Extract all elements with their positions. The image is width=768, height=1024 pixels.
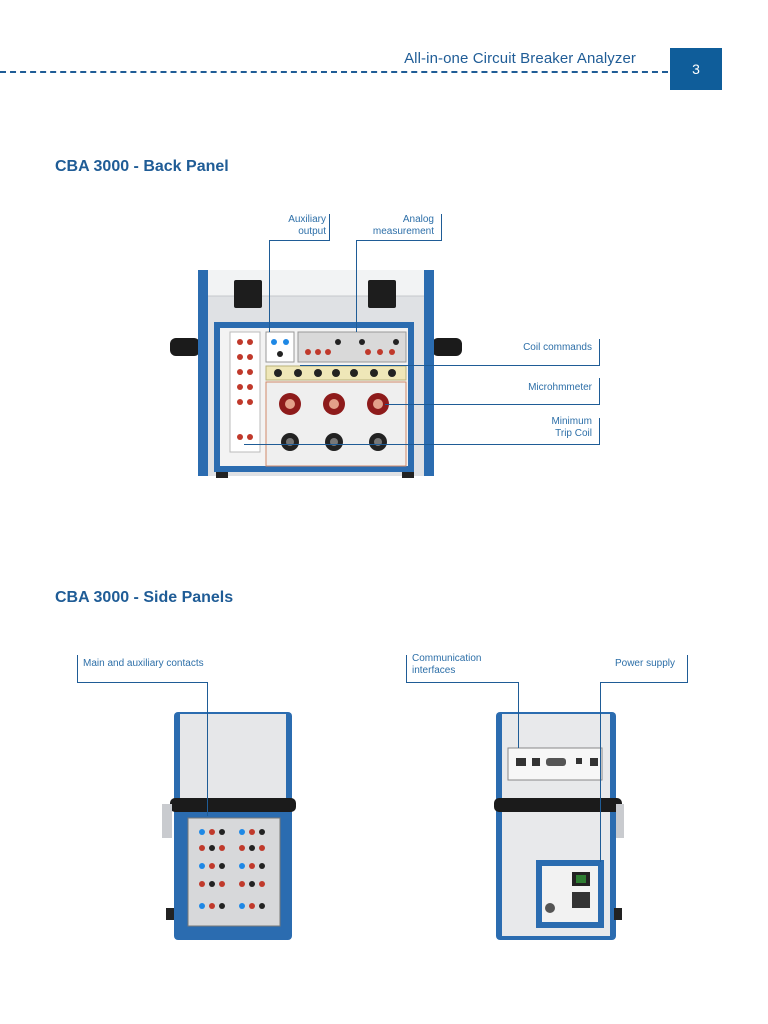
callout-line [599, 378, 600, 404]
callout-analog-measurement-line1: Analog [402, 214, 434, 225]
callout-line [441, 214, 442, 240]
callout-line [356, 240, 442, 241]
callout-communication-interfaces-line1: Communication [412, 653, 482, 664]
callout-line [329, 214, 330, 240]
callout-minimum-trip-coil-line2: Trip Coil [555, 428, 592, 439]
callout-line [600, 682, 688, 683]
back-panel-heading: CBA 3000 - Back Panel [55, 158, 229, 175]
callout-line [406, 655, 407, 682]
header-title: All-in-one Circuit Breaker Analyzer [404, 50, 636, 67]
back-panel-device-image [170, 270, 462, 478]
callout-auxiliary-output-line1: Auxiliary [288, 214, 326, 225]
callout-line [244, 444, 600, 445]
callout-line [269, 240, 270, 332]
callout-line [356, 240, 357, 332]
callout-line [269, 240, 330, 241]
callout-auxiliary-output-line2: output [298, 226, 326, 237]
callout-line [406, 682, 519, 683]
callout-line [77, 682, 208, 683]
right-side-device-image [494, 712, 624, 940]
callout-line [207, 682, 208, 816]
callout-line [600, 682, 601, 862]
side-panels-heading: CBA 3000 - Side Panels [55, 589, 234, 606]
callout-line [300, 365, 600, 366]
callout-communication-interfaces-line2: interfaces [412, 665, 456, 676]
callout-line [77, 655, 78, 682]
callout-minimum-trip-coil: Minimum Trip Coil [500, 416, 592, 440]
callout-communication-interfaces: Communication interfaces [412, 653, 481, 677]
left-side-device-image [162, 712, 296, 940]
callout-auxiliary-output: Auxiliary output [270, 214, 326, 238]
page-number: 3 [692, 61, 700, 77]
callout-microhmmeter: Microhmmeter [528, 382, 592, 393]
callout-line [599, 418, 600, 444]
callout-line [599, 339, 600, 365]
callout-minimum-trip-coil-line1: Minimum [551, 416, 592, 427]
page-number-badge: 3 [670, 48, 722, 90]
callout-main-auxiliary-contacts: Main and auxiliary contacts [83, 658, 204, 669]
callout-line [518, 682, 519, 748]
callout-power-supply: Power supply [614, 658, 675, 669]
callout-line [385, 404, 600, 405]
callout-analog-measurement-line2: measurement [372, 226, 434, 237]
callout-analog-measurement: Analog measurement [360, 214, 434, 238]
callout-line [687, 655, 688, 682]
header-dashed-line [0, 71, 668, 73]
callout-coil-commands: Coil commands [523, 342, 592, 353]
